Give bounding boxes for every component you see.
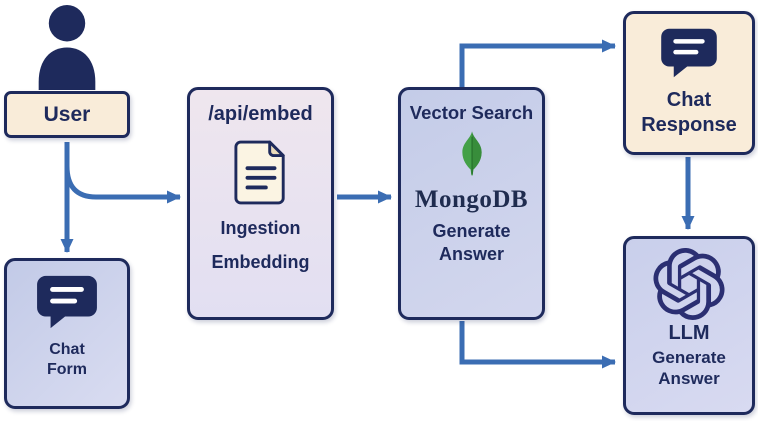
node-chat-form: Chat Form <box>4 258 130 409</box>
mongodb-leaf-icon <box>457 130 487 180</box>
llm-label: Generate Answer <box>652 348 726 389</box>
embedding-label: Embedding <box>211 252 310 272</box>
chat-response-label: Chat Response <box>641 89 737 136</box>
node-vector-search: Vector Search MongoDB Generate Answer <box>398 87 545 320</box>
arrow-vector-search-to-llm <box>459 321 616 369</box>
openai-swirl-icon <box>653 248 725 321</box>
vector-search-title: Vector Search <box>409 102 534 123</box>
chat-bubble-icon <box>36 274 98 330</box>
user-label: User <box>43 102 91 126</box>
chat-bubble-icon <box>660 27 718 79</box>
llm-title: LLM <box>668 322 710 344</box>
person-icon <box>27 3 107 90</box>
node-llm: LLM Generate Answer <box>623 236 755 415</box>
vector-search-label: Generate Answer <box>432 221 511 264</box>
mongodb-wordmark: MongoDB <box>414 186 529 213</box>
chat-form-label: Chat Form <box>47 341 87 378</box>
arrow-user-to-api-embed <box>64 165 181 204</box>
document-icon <box>233 139 289 205</box>
api-embed-title: /api/embed <box>208 103 313 125</box>
node-user: User <box>4 91 130 138</box>
node-chat-response: Chat Response <box>623 11 755 155</box>
arrow-vector-search-to-chat-response <box>459 39 616 87</box>
ingestion-label: Ingestion <box>220 218 301 238</box>
node-api-embed: /api/embed Ingestion Embedding <box>187 87 334 320</box>
